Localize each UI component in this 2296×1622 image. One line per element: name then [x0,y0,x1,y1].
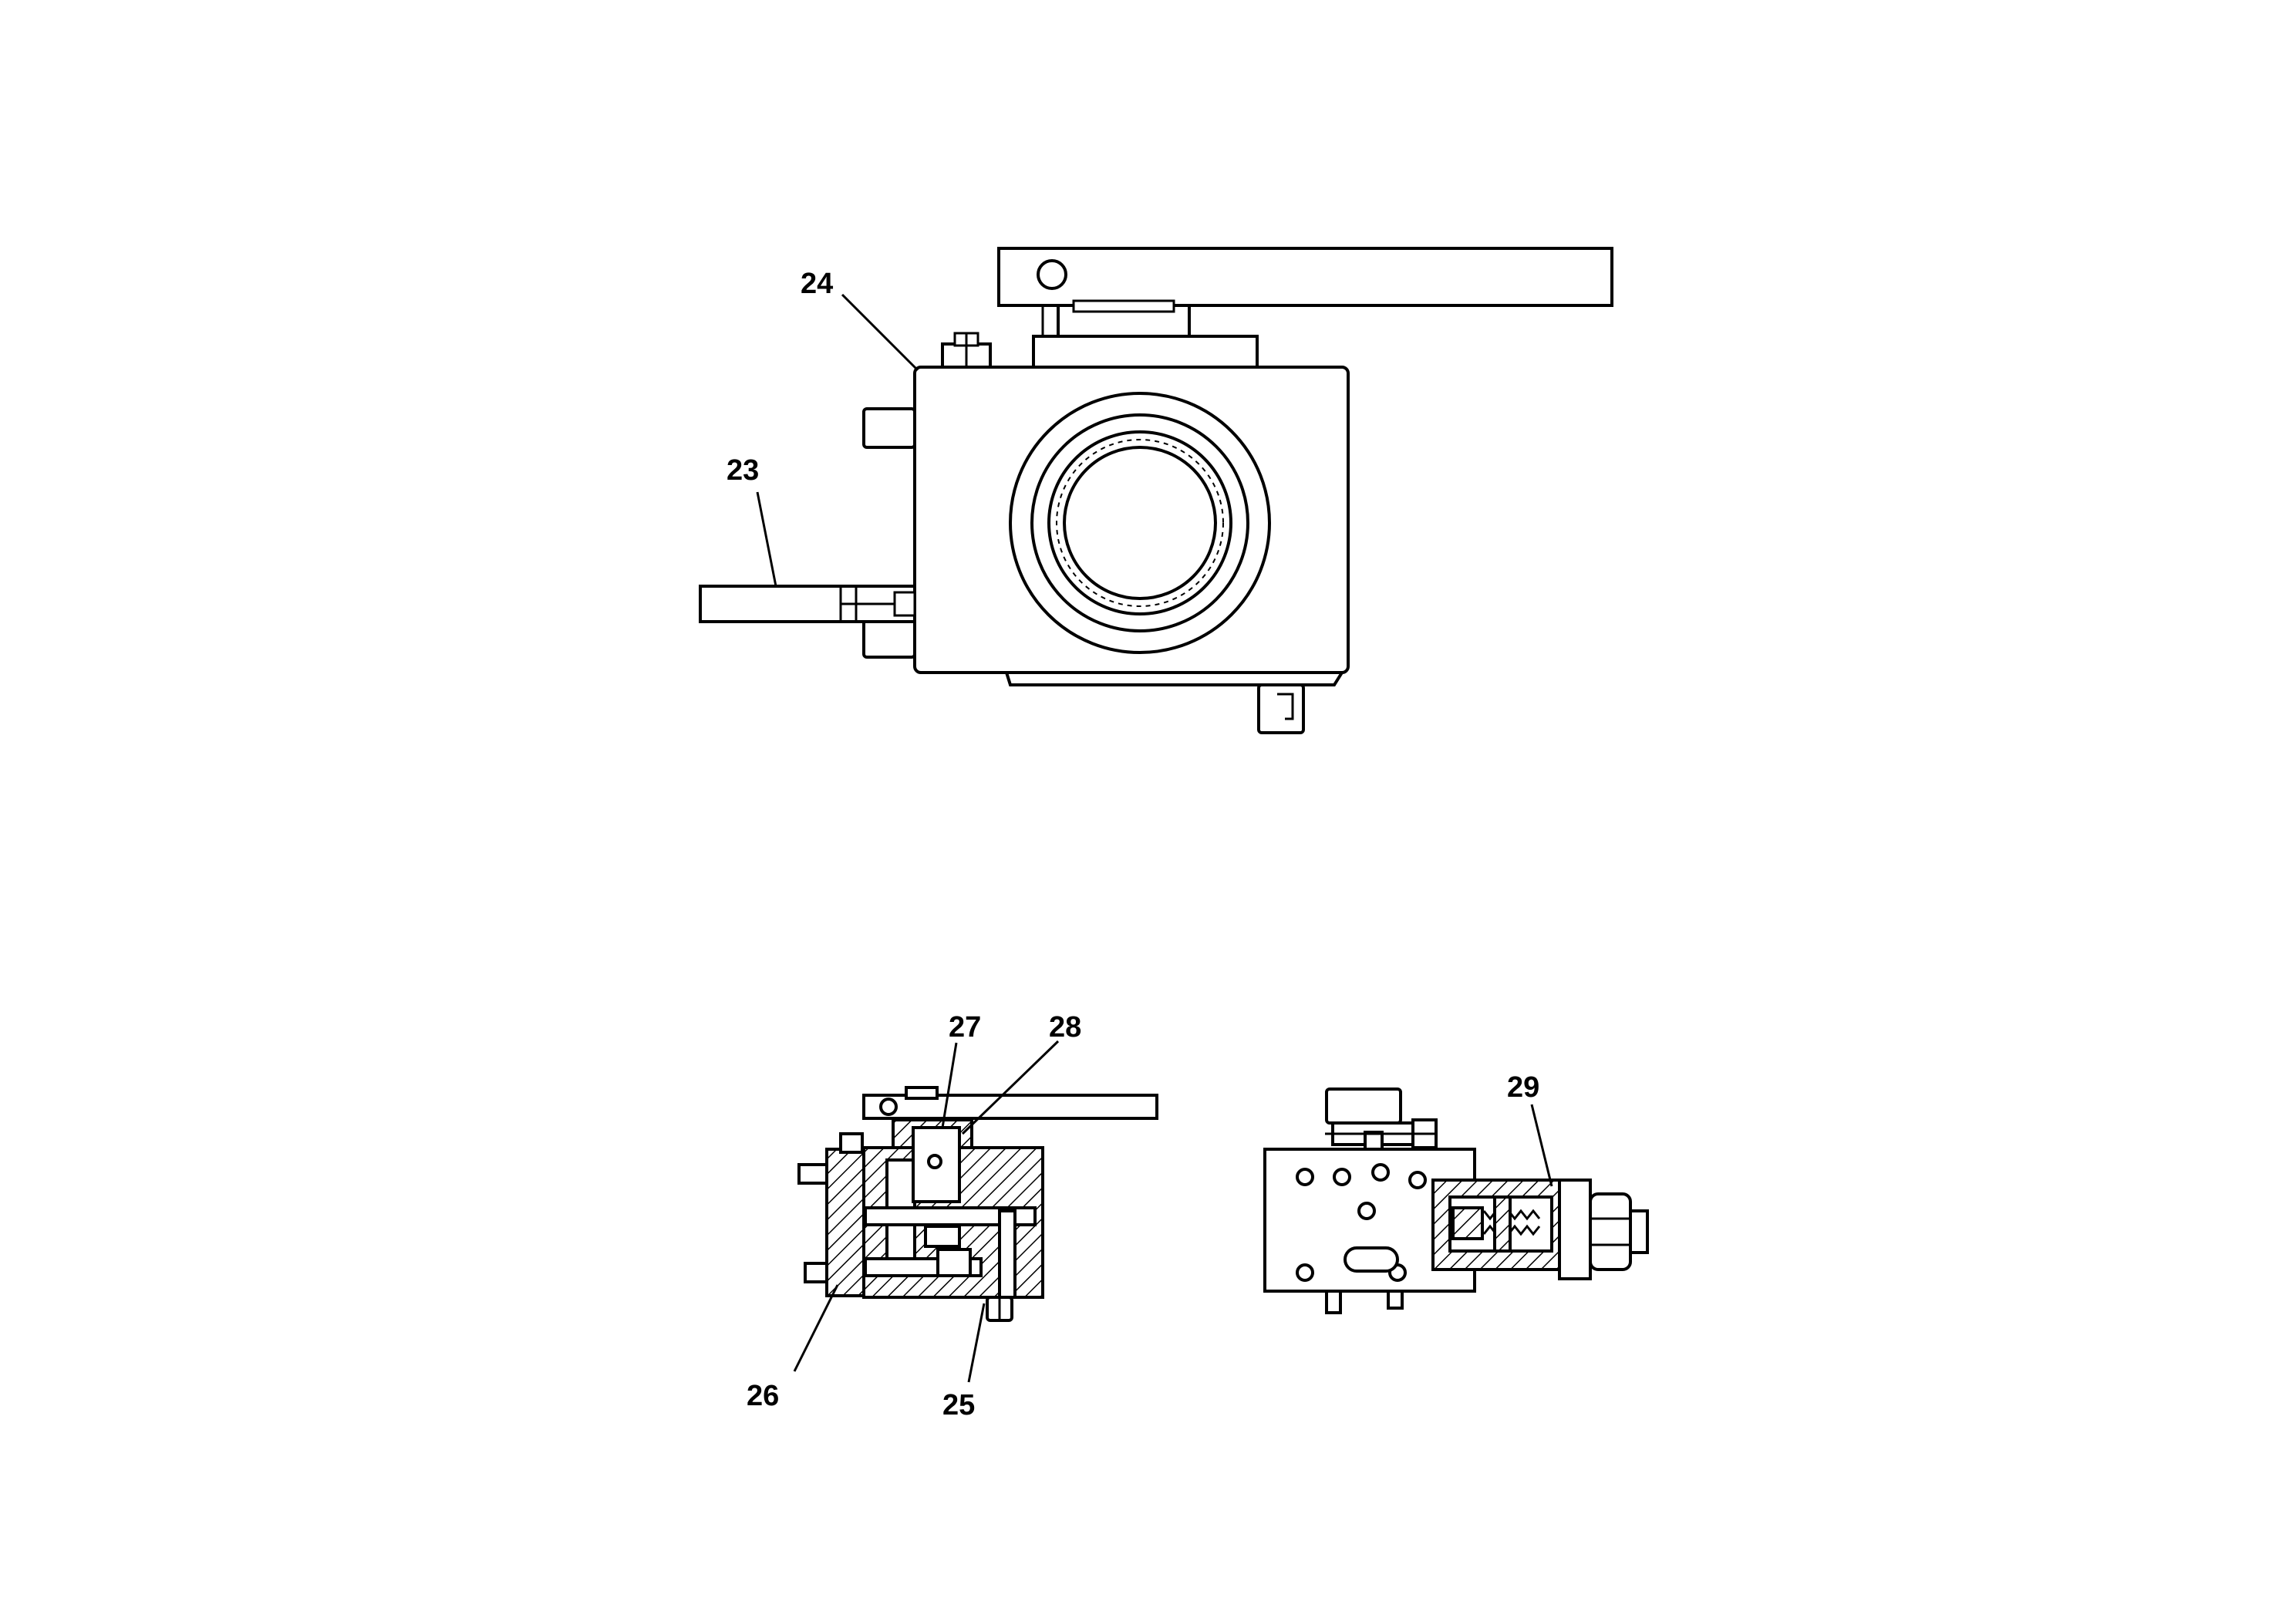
leader-28 [961,1040,1060,1135]
leader-25 [967,1303,986,1383]
bottom-fitting [1257,683,1305,734]
valve-top-view [699,247,1613,734]
leader-23 [756,491,777,587]
relief-top-cap [1325,1088,1402,1125]
bonnet [1032,335,1259,370]
section-stem-cap [905,1086,939,1100]
section-actuator [825,1148,865,1297]
callout-28: 28 [1049,1011,1081,1044]
leader-24 [841,293,919,372]
callout-27: 27 [949,1011,981,1044]
leader-26 [793,1284,839,1372]
port-bore [1063,446,1217,600]
valve-relief-view [1263,1088,1649,1314]
callout-26: 26 [747,1380,779,1412]
callout-24: 24 [801,268,833,300]
stem-nut-upper [1072,299,1175,313]
relief-end-cap [1558,1179,1592,1280]
bottom-boss [1004,671,1345,686]
valve-section-view [797,1086,1158,1322]
leader-27 [941,1042,958,1128]
lever-arm [997,247,1613,307]
callout-29: 29 [1507,1071,1539,1104]
callout-25: 25 [942,1389,975,1421]
leader-29 [1530,1104,1553,1187]
callout-labels: 23 24 25 26 27 28 29 [727,268,1539,1421]
lever-hole [1037,259,1067,290]
leader-lines [756,293,1553,1383]
left-boss-upper [862,407,916,449]
relief-slot [1344,1246,1399,1273]
callout-23: 23 [727,454,759,487]
relief-nut [1589,1192,1632,1271]
